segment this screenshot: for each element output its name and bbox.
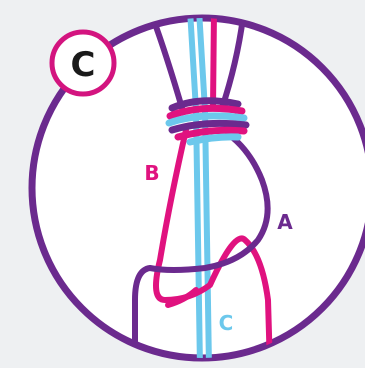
cord-pink-core xyxy=(210,18,217,111)
label-a: A xyxy=(277,210,293,234)
step-badge-letter: C xyxy=(71,45,96,85)
label-c: C xyxy=(219,311,234,335)
cord-b-pink-lower xyxy=(165,287,199,308)
knot-wraps xyxy=(165,97,250,146)
step-badge xyxy=(49,29,117,97)
cord-a-purple xyxy=(132,131,271,358)
label-b: B xyxy=(144,161,159,185)
